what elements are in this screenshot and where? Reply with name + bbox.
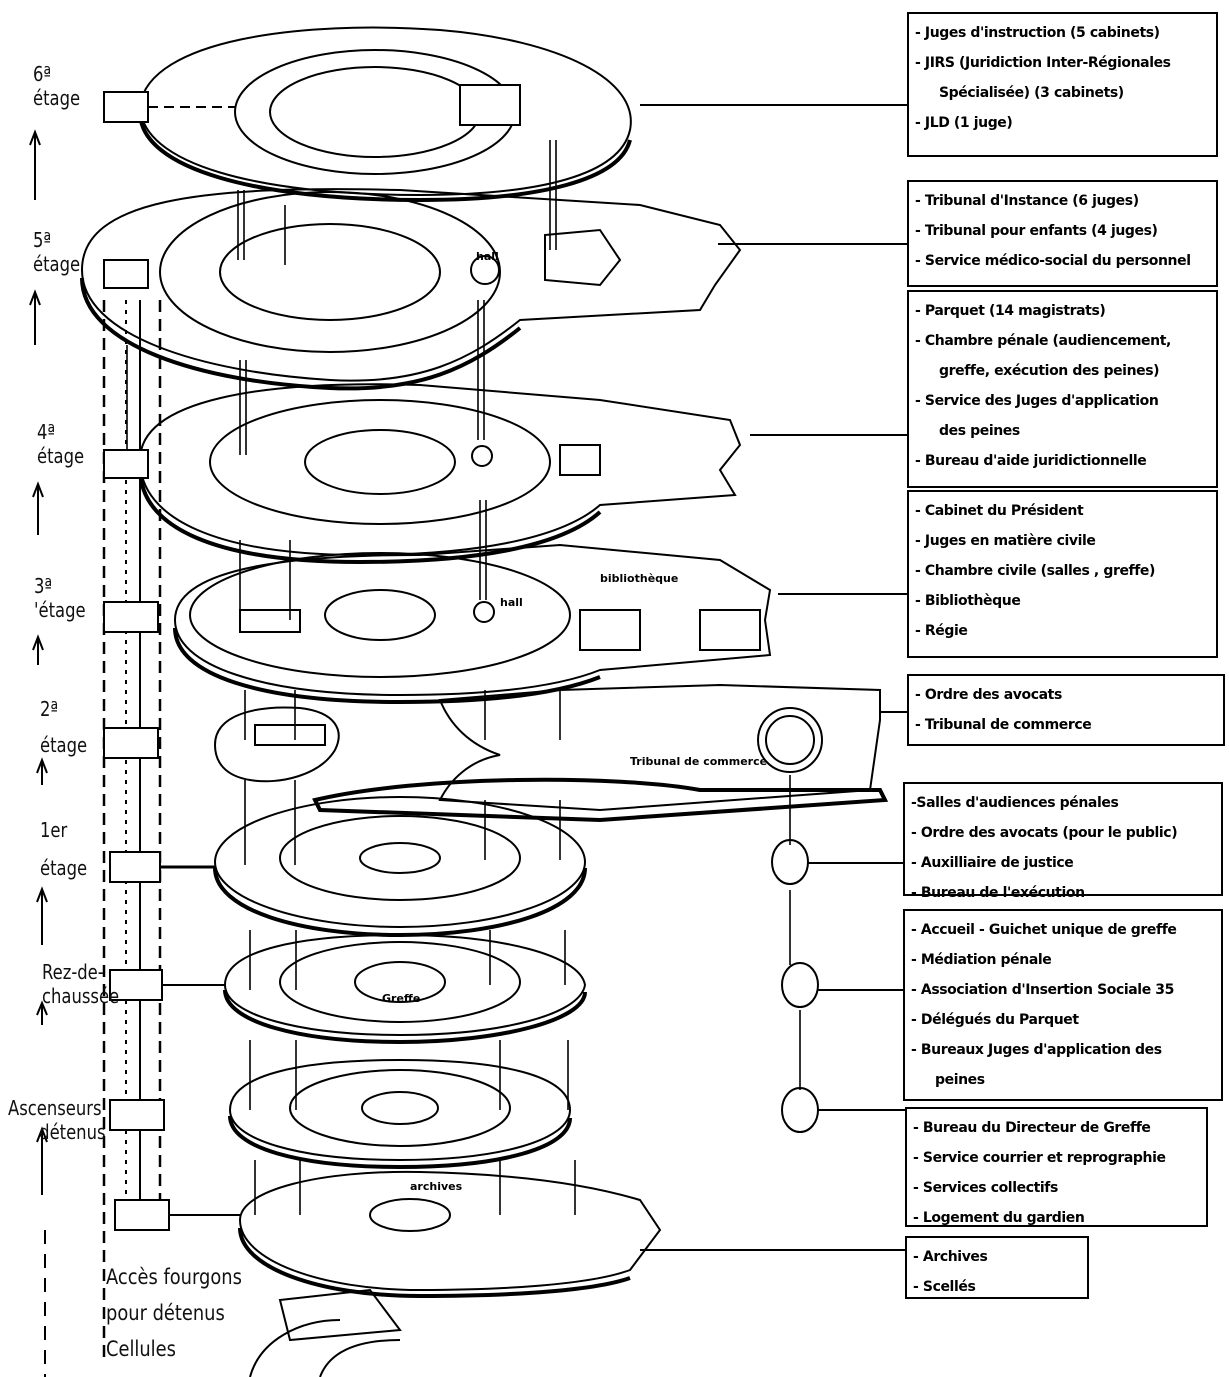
box-4-line: - Parquet (14 magistrats) [915,303,1106,319]
box-4-line: greffe, exécution des peines) [939,363,1160,379]
cells-label: Cellules [106,1337,176,1361]
box-rdc-line: - Bureaux Juges d'application des [911,1042,1162,1058]
box-4-line: des peines [939,423,1020,439]
box-3-line: - Chambre civile (salles , greffe) [915,563,1156,579]
detainee-elevators-line2: détenus [39,1120,106,1144]
floor-2-number: 2ª [40,697,59,721]
basement-2-slab [114,1170,662,1377]
box-floor-2: - Ordre des avocats - Tribunal de commer… [907,674,1225,746]
box-level-minus-2: - Archives - Scellés [905,1236,1089,1299]
ground-floor-slab [109,933,819,1045]
floor-1-word: étage [40,856,88,880]
box-3-line: - Juges en matière civile [915,533,1096,549]
floor-3-number: 3ª [34,574,53,598]
floor-4-number: 4ª [37,420,56,444]
van-access-label: Accès fourgons pour détenus Cellules [106,1262,242,1364]
box-1-line: - Bureau de l'exécution [911,885,1085,901]
floor-6-label: 6ª étage [33,62,80,110]
floor-1-slab [109,796,809,938]
box-ground-floor: - Accueil - Guichet unique de greffe - M… [903,909,1223,1101]
ground-floor-line1: Rez-de- [42,960,104,984]
floor-2-label: 2ª étage [40,697,87,757]
box-m1-line: - Service courrier et reprographie [913,1150,1166,1166]
box-level-minus-1: - Bureau du Directeur de Greffe - Servic… [905,1107,1208,1227]
box-m2-line: - Archives [913,1249,988,1265]
box-4-line: - Service des Juges d'application [915,393,1159,409]
box-1-line: -Salles d'audiences pénales [911,795,1119,811]
ground-floor-label: Rez-de- chaussée [42,960,119,1008]
box-floor-3: - Cabinet du Président - Juges en matièr… [907,490,1218,658]
basement-1-slab [109,1058,819,1170]
hall-label-5: hall [476,250,499,263]
box-m1-line: - Bureau du Directeur de Greffe [913,1120,1151,1136]
box-6-line: - JLD (1 juge) [915,115,1013,131]
floor-6-slab [103,26,632,203]
box-2-line: - Tribunal de commerce [915,717,1092,733]
box-3-line: - Régie [915,623,968,639]
detainee-elevators-line1: Ascenseurs [8,1096,102,1120]
floor-4-label: 4ª étage [37,420,84,468]
box-4-line: - Chambre pénale (audiencement, [915,333,1171,349]
box-m1-line: - Services collectifs [913,1180,1058,1196]
box-floor-5: - Tribunal d'Instance (6 juges) - Tribun… [907,180,1218,287]
box-6-line: Spécialisée) (3 cabinets) [939,85,1124,101]
archives-label: archives [410,1180,463,1193]
leader-lines [640,104,907,1251]
floor-4-word: étage [37,444,85,468]
floor-3-label: 3ª 'étage [34,574,86,622]
box-1-line: - Ordre des avocats (pour le public) [911,825,1178,841]
box-floor-6: - Juges d'instruction (5 cabinets) - JIR… [907,12,1218,157]
floor-6-number: 6ª [33,62,52,86]
greffe-label: Greffe [382,992,420,1005]
box-6-line: - Juges d'instruction (5 cabinets) [915,25,1160,41]
box-rdc-line: - Accueil - Guichet unique de greffe [911,922,1177,938]
box-2-line: - Ordre des avocats [915,687,1062,703]
box-floor-4: - Parquet (14 magistrats) - Chambre péna… [907,290,1218,488]
hall-label-3: hall [500,596,523,609]
floor-5-slab [80,188,742,391]
box-5-line: - Tribunal d'Instance (6 juges) [915,193,1139,209]
floor-5-number: 5ª [33,228,52,252]
ground-floor-line2: chaussée [42,984,120,1008]
commerce-label: Tribunal de commerce [630,755,767,768]
floor-5-word: étage [33,252,81,276]
box-rdc-line: peines [935,1072,985,1088]
detainee-elevators-label: Ascenseurs détenus [8,1096,106,1144]
box-rdc-line: - Médiation pénale [911,952,1052,968]
floor-3-slab [103,543,772,705]
van-access-line2: pour détenus [106,1301,225,1325]
box-5-line: - Service médico-social du personnel [915,253,1191,269]
box-floor-1: -Salles d'audiences pénales - Ordre des … [903,782,1223,901]
floor-1-label: 1er étage [40,818,87,880]
floor-6-word: étage [33,86,81,110]
box-rdc-line: - Association d'Insertion Sociale 35 [911,982,1174,998]
library-label: bibliothèque [600,572,678,585]
van-access-line1: Accès fourgons [106,1265,242,1289]
vertical-connectors [126,140,801,1215]
floor-3-word: 'étage [34,598,86,622]
floor-arrows [29,129,48,1377]
floor-4-slab [103,383,742,565]
box-4-line: - Bureau d'aide juridictionnelle [915,453,1147,469]
floor-1-number: 1er [40,818,68,842]
box-m2-line: - Scellés [913,1279,976,1295]
box-3-line: - Cabinet du Président [915,503,1084,519]
floor-5-label: 5ª étage [33,228,80,276]
box-rdc-line: - Délégués du Parquet [911,1012,1079,1028]
box-1-line: - Auxilliaire de justice [911,855,1074,871]
box-m1-line: - Logement du gardien [913,1210,1085,1226]
floor-2-word: étage [40,733,88,757]
box-3-line: - Bibliothèque [915,593,1021,609]
floor-2-slab [103,683,889,823]
box-6-line: - JIRS (Juridiction Inter-Régionales [915,55,1171,71]
box-5-line: - Tribunal pour enfants (4 juges) [915,223,1158,239]
